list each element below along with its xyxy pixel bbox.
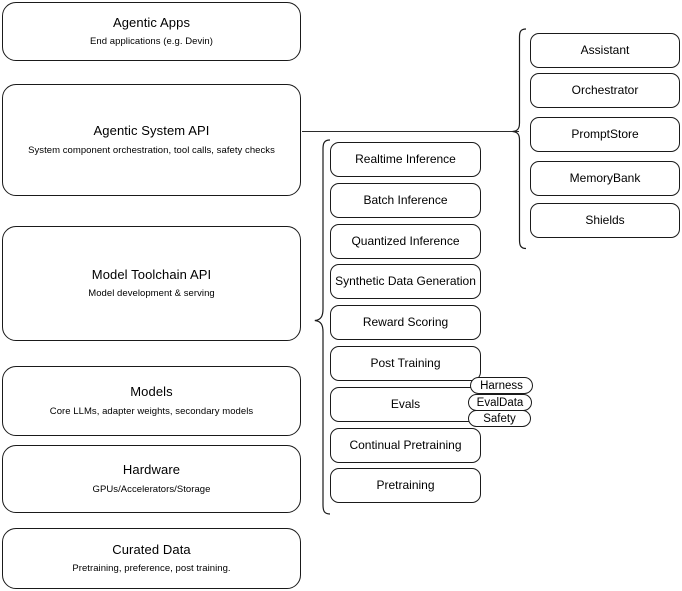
layer-title: Models (130, 384, 173, 400)
component-box-promptstore[interactable]: PromptStore (530, 117, 680, 152)
component-label: Pretraining (376, 478, 435, 492)
component-label: Post Training (370, 356, 441, 370)
layer-title: Model Toolchain API (91, 266, 212, 282)
layer-box-agentic-system-api[interactable]: Agentic System API System component orch… (2, 84, 301, 196)
component-label: Continual Pretraining (349, 438, 462, 452)
component-label: Quantized Inference (351, 234, 460, 248)
component-label: PromptStore (571, 127, 639, 141)
component-label: Batch Inference (363, 193, 448, 207)
evals-tag-label: EvalData (476, 396, 524, 409)
brace-agentic-system (512, 28, 527, 250)
component-box-post-training[interactable]: Post Training (330, 346, 481, 381)
component-box-quantized-inference[interactable]: Quantized Inference (330, 224, 481, 259)
layer-subtitle: Core LLMs, adapter weights, secondary mo… (49, 405, 254, 417)
component-box-assistant[interactable]: Assistant (530, 33, 680, 68)
layer-title: Curated Data (112, 541, 191, 557)
evals-tag-label: Safety (483, 412, 516, 425)
layer-subtitle: System component orchestration, tool cal… (28, 144, 275, 156)
component-label: Reward Scoring (362, 315, 449, 329)
layer-title: Hardware (122, 462, 181, 478)
brace-model-toolchain (314, 139, 331, 515)
component-box-orchestrator[interactable]: Orchestrator (530, 73, 680, 108)
component-box-memorybank[interactable]: MemoryBank (530, 161, 680, 196)
component-label: Realtime Inference (355, 152, 456, 166)
layer-subtitle: GPUs/Accelerators/Storage (92, 483, 211, 495)
component-label: Assistant (580, 43, 630, 57)
layer-subtitle: Model development & serving (88, 288, 215, 300)
evals-tag-safety[interactable]: Safety (468, 410, 531, 427)
layer-box-models[interactable]: Models Core LLMs, adapter weights, secon… (2, 366, 301, 436)
layer-box-curated-data[interactable]: Curated Data Pretraining, preference, po… (2, 528, 301, 589)
component-box-continual-pretraining[interactable]: Continual Pretraining (330, 428, 481, 463)
evals-tag-evaldata[interactable]: EvalData (468, 394, 532, 411)
layer-subtitle: Pretraining, preference, post training. (72, 563, 231, 575)
component-label: Orchestrator (571, 83, 639, 97)
component-box-reward-scoring[interactable]: Reward Scoring (330, 305, 481, 340)
component-label: Shields (585, 213, 625, 227)
layer-box-hardware[interactable]: Hardware GPUs/Accelerators/Storage (2, 445, 301, 513)
layer-title: Agentic System API (93, 123, 210, 139)
component-box-realtime-inference[interactable]: Realtime Inference (330, 142, 481, 177)
connector-line-agentic-system (302, 131, 519, 132)
component-label: Evals (390, 397, 421, 411)
layer-subtitle: End applications (e.g. Devin) (90, 36, 213, 48)
component-box-evals[interactable]: Evals (330, 387, 481, 422)
evals-tag-label: Harness (480, 379, 523, 392)
component-label: Synthetic Data Generation (335, 274, 476, 288)
layer-box-agentic-apps[interactable]: Agentic Apps End applications (e.g. Devi… (2, 2, 301, 61)
component-box-pretraining[interactable]: Pretraining (330, 468, 481, 503)
component-box-synthetic-data-generation[interactable]: Synthetic Data Generation (330, 264, 481, 299)
layer-box-model-toolchain-api[interactable]: Model Toolchain API Model development & … (2, 226, 301, 341)
component-box-batch-inference[interactable]: Batch Inference (330, 183, 481, 218)
component-box-shields[interactable]: Shields (530, 203, 680, 238)
layer-title: Agentic Apps (112, 14, 191, 30)
evals-tag-harness[interactable]: Harness (470, 377, 533, 394)
component-label: MemoryBank (569, 171, 641, 185)
